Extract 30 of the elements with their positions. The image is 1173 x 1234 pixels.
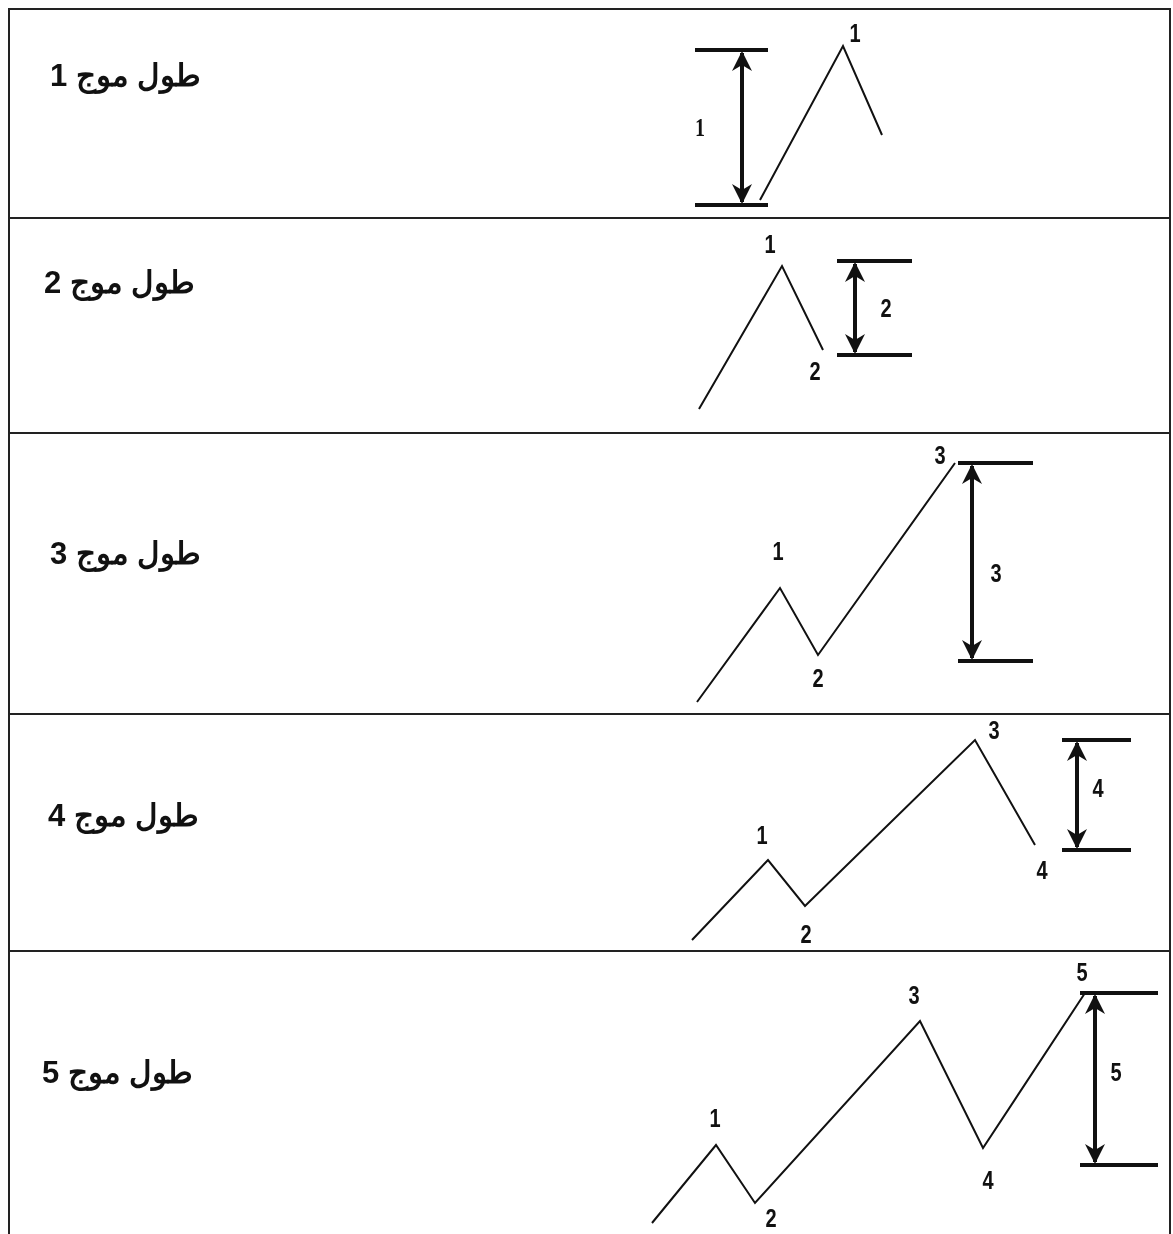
- wave-point-number: 1: [772, 538, 784, 564]
- row-band: [8, 713, 1171, 952]
- row-band: [8, 950, 1171, 1234]
- row-heading: طول موج 3: [50, 535, 202, 572]
- dimension-label: 2: [880, 295, 892, 321]
- wave-point-number: 2: [812, 665, 824, 691]
- wave-point-number: 2: [800, 921, 812, 947]
- row-heading: طول موج 5: [42, 1054, 194, 1091]
- row-heading: طول موج 2: [44, 264, 196, 301]
- dimension-label: 5: [1110, 1059, 1122, 1085]
- wave-point-number: 4: [1036, 857, 1048, 883]
- wave-point-number: 1: [709, 1105, 721, 1131]
- dimension-label: 1: [695, 114, 705, 140]
- wave-point-number: 1: [849, 20, 861, 46]
- wave-point-number: 5: [1076, 959, 1088, 985]
- row-band: [8, 432, 1171, 715]
- wave-point-number: 2: [765, 1205, 777, 1231]
- wave-point-number: 1: [756, 822, 768, 848]
- row-band: [8, 217, 1171, 434]
- dimension-label: 4: [1092, 775, 1104, 801]
- wave-point-number: 4: [982, 1167, 994, 1193]
- dimension-label: 3: [990, 560, 1002, 586]
- wave-point-number: 3: [908, 982, 920, 1008]
- wave-point-number: 2: [809, 358, 821, 384]
- wave-point-number: 3: [934, 442, 946, 468]
- row-heading: طول موج 4: [48, 797, 200, 834]
- row-heading: طول موج 1: [50, 57, 202, 94]
- wave-point-number: 3: [988, 717, 1000, 743]
- row-band: [8, 8, 1171, 219]
- wave-point-number: 1: [764, 231, 776, 257]
